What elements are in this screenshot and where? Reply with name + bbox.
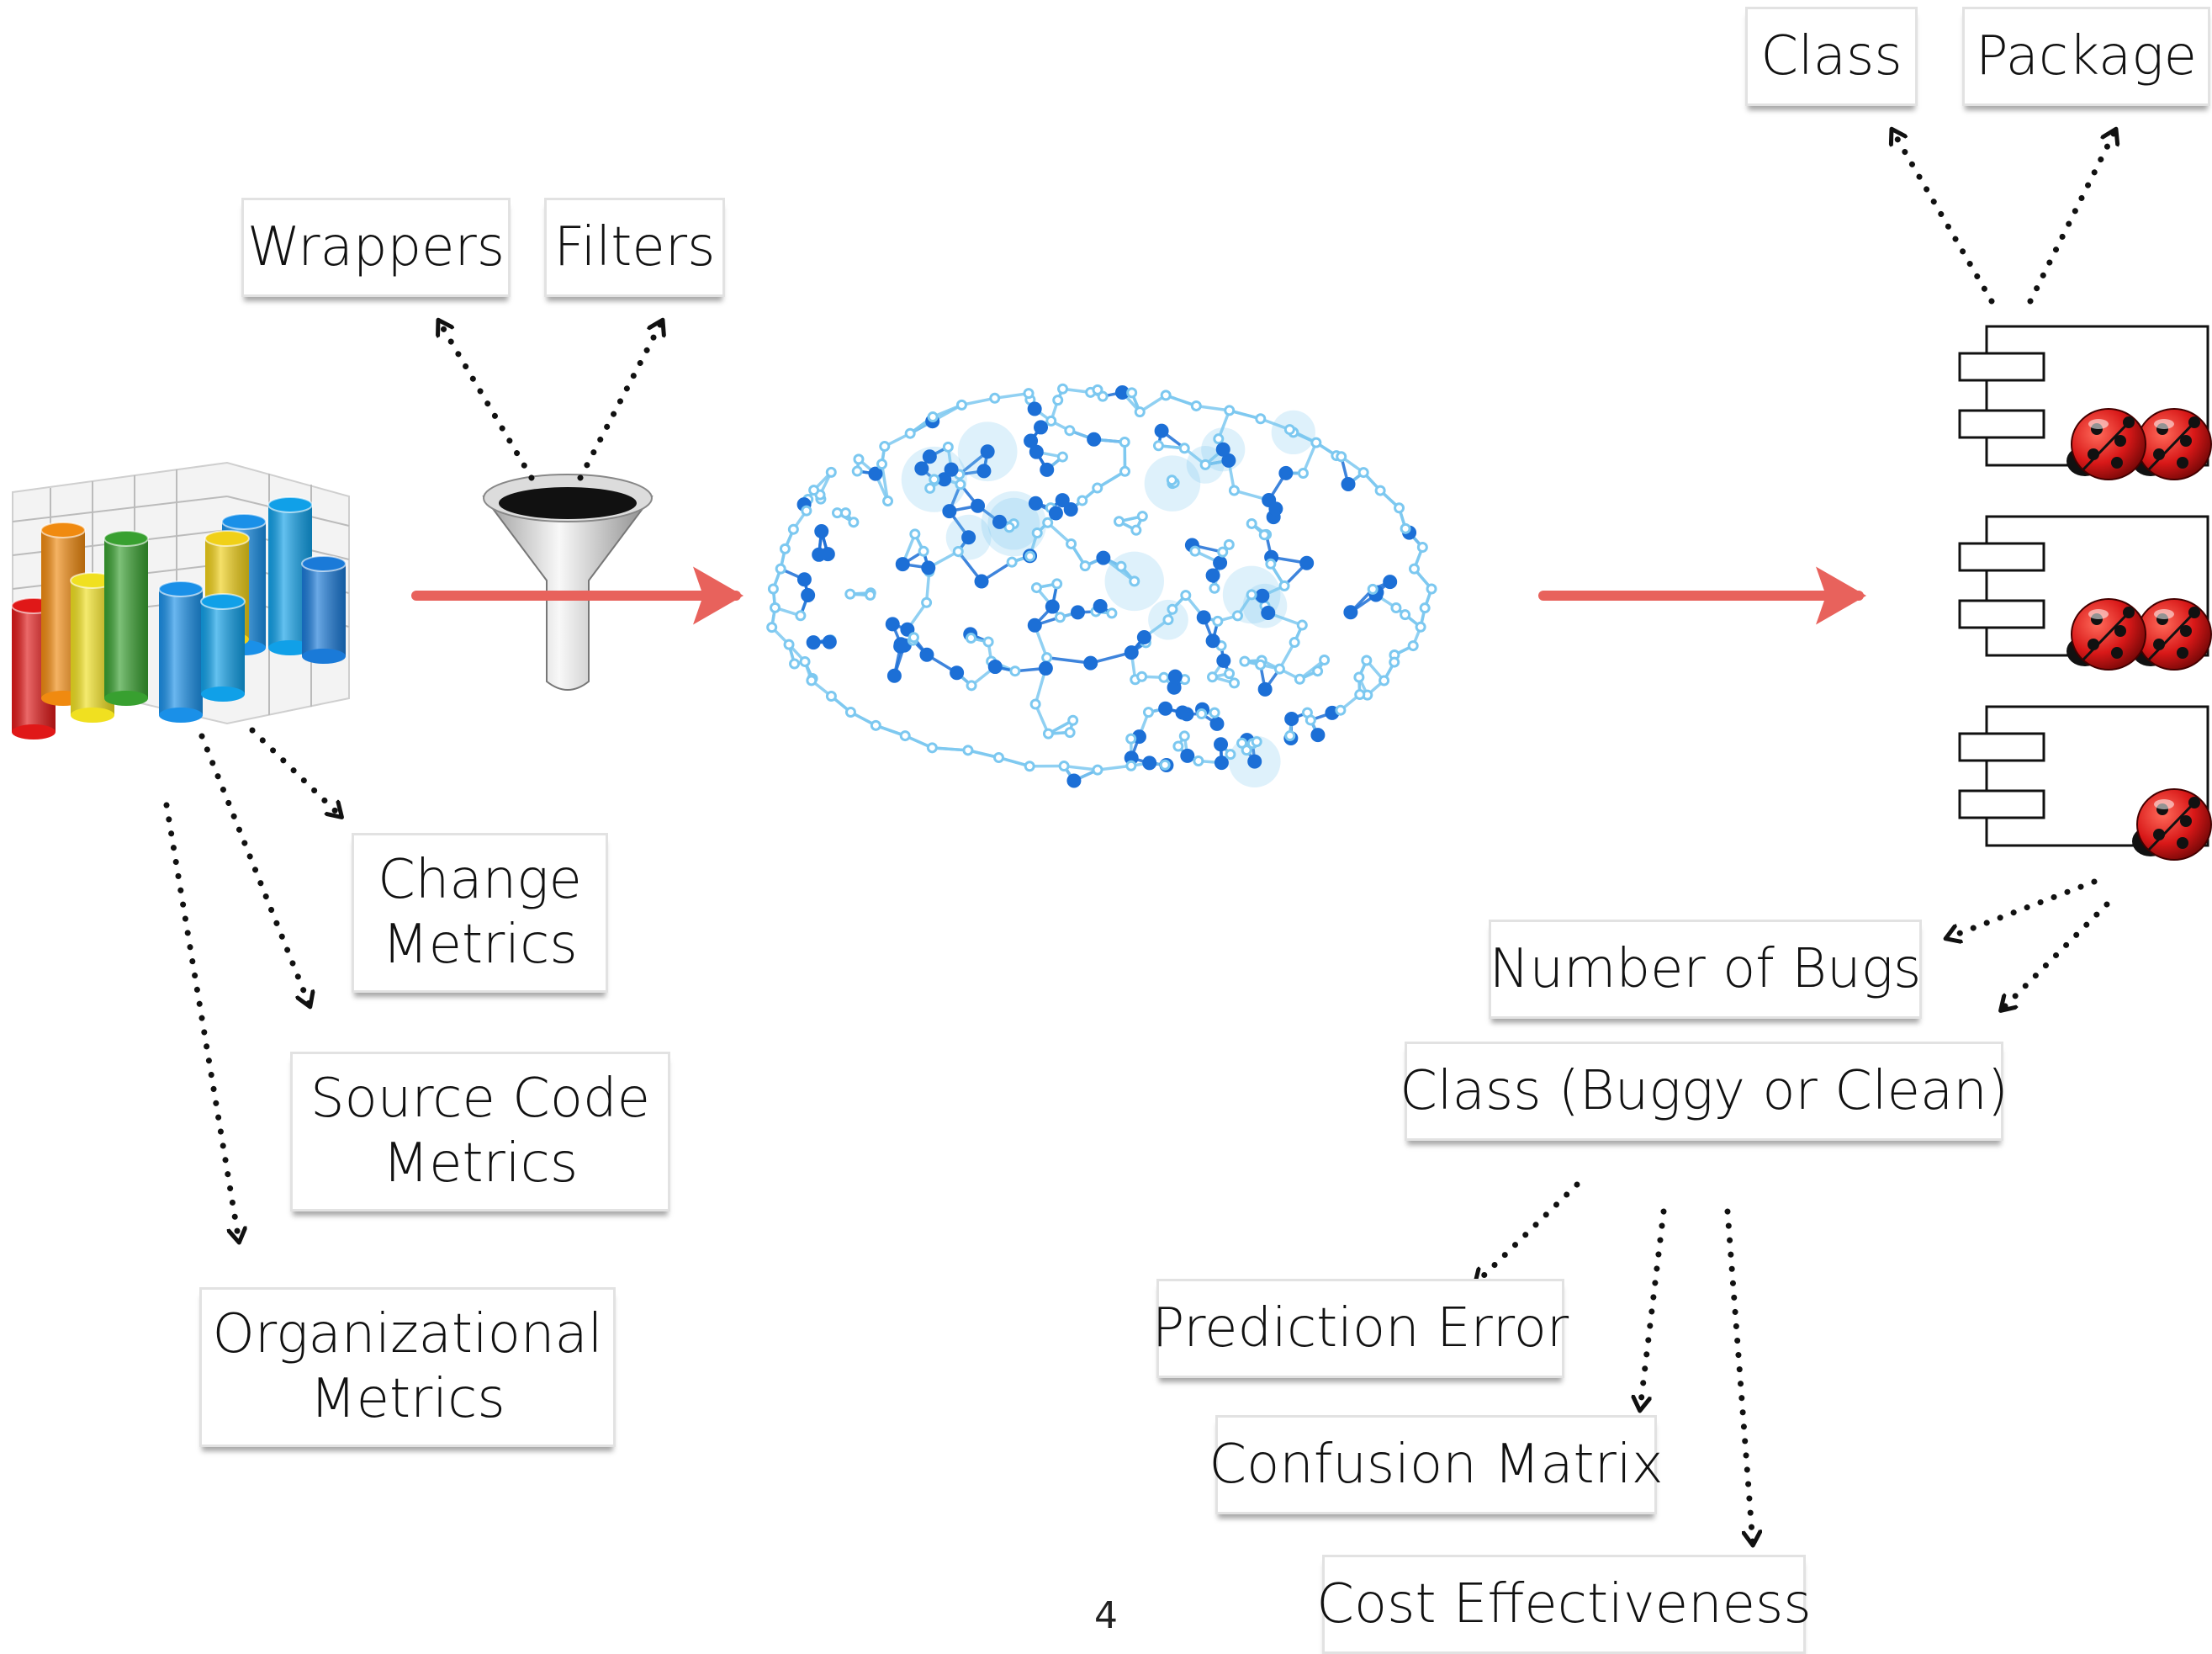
class-buggy-or-clean-label: Class (Buggy or Clean)	[1400, 1042, 2008, 1141]
dotted-arrow-to-filters	[577, 321, 662, 481]
number-of-bugs-label: Number of Bugs	[1489, 920, 1922, 1019]
ladybug-icon	[2066, 408, 2146, 480]
dotted-arrow-to-source-code-metrics	[198, 733, 310, 1005]
source-code-metrics-line-1: Source Code	[310, 1068, 650, 1131]
dotted-arrow-to-class-buggy-or-clean	[2002, 901, 2110, 1010]
prediction-error-label: Prediction Error	[1152, 1279, 1569, 1378]
dotted-arrow-to-organizational-metrics	[163, 802, 239, 1241]
dotted-arrow-to-change-metrics	[249, 727, 341, 816]
dotted-arrow-to-confusion-matrix	[1640, 1208, 1667, 1409]
change-metrics-line-1: Change	[378, 849, 582, 912]
ladybug-icon	[2132, 408, 2212, 480]
chart-cylinder	[200, 593, 246, 702]
brain-links	[770, 387, 1433, 782]
uml-component-icon	[1958, 515, 2212, 671]
ladybug-icon	[2132, 788, 2212, 861]
wrappers-label: Wrappers	[241, 198, 511, 297]
organizational-metrics-line-2: Metrics	[310, 1368, 505, 1430]
dotted-arrow-to-class	[1892, 130, 1995, 305]
change-metrics-line-2: Metrics	[382, 914, 578, 976]
funnel-icon	[482, 474, 654, 691]
chart-cylinder	[301, 555, 347, 664]
uml-component-icon	[1958, 705, 2212, 861]
brain-network-icon	[766, 383, 1437, 788]
dotted-arrow-to-cost-effectiveness	[1724, 1208, 1753, 1544]
chart-cylinder	[158, 580, 204, 723]
filters-label: Filters	[544, 198, 725, 297]
page-number: 4	[1094, 1594, 1118, 1637]
dotted-arrow-to-prediction-error	[1476, 1181, 1580, 1283]
dotted-arrow-to-package	[2027, 130, 2115, 305]
organizational-metrics-line-1: Organizational	[212, 1303, 603, 1366]
ladybug-icon	[2066, 598, 2146, 671]
uml-component-icon	[1958, 325, 2212, 480]
dotted-arrow-to-wrappers	[439, 321, 535, 481]
dotted-arrow-to-number-of-bugs	[1947, 878, 2098, 938]
organizational-metrics-label: Organizational Metrics	[199, 1287, 616, 1447]
component-stack	[1958, 325, 2212, 861]
confusion-matrix-label: Confusion Matrix	[1209, 1415, 1664, 1514]
package-label: Package	[1962, 7, 2210, 106]
change-metrics-label: Change Metrics	[352, 833, 608, 993]
class-label: Class	[1745, 7, 1918, 106]
bar-chart-3d-icon	[11, 461, 350, 740]
chart-cylinder	[103, 530, 149, 706]
source-code-metrics-label: Source Code Metrics	[290, 1052, 670, 1211]
brain-nodes	[766, 383, 1437, 788]
cost-effectiveness-label: Cost Effectiveness	[1316, 1555, 1812, 1654]
source-code-metrics-line-2: Metrics	[382, 1132, 579, 1195]
ladybug-icon	[2132, 598, 2212, 671]
